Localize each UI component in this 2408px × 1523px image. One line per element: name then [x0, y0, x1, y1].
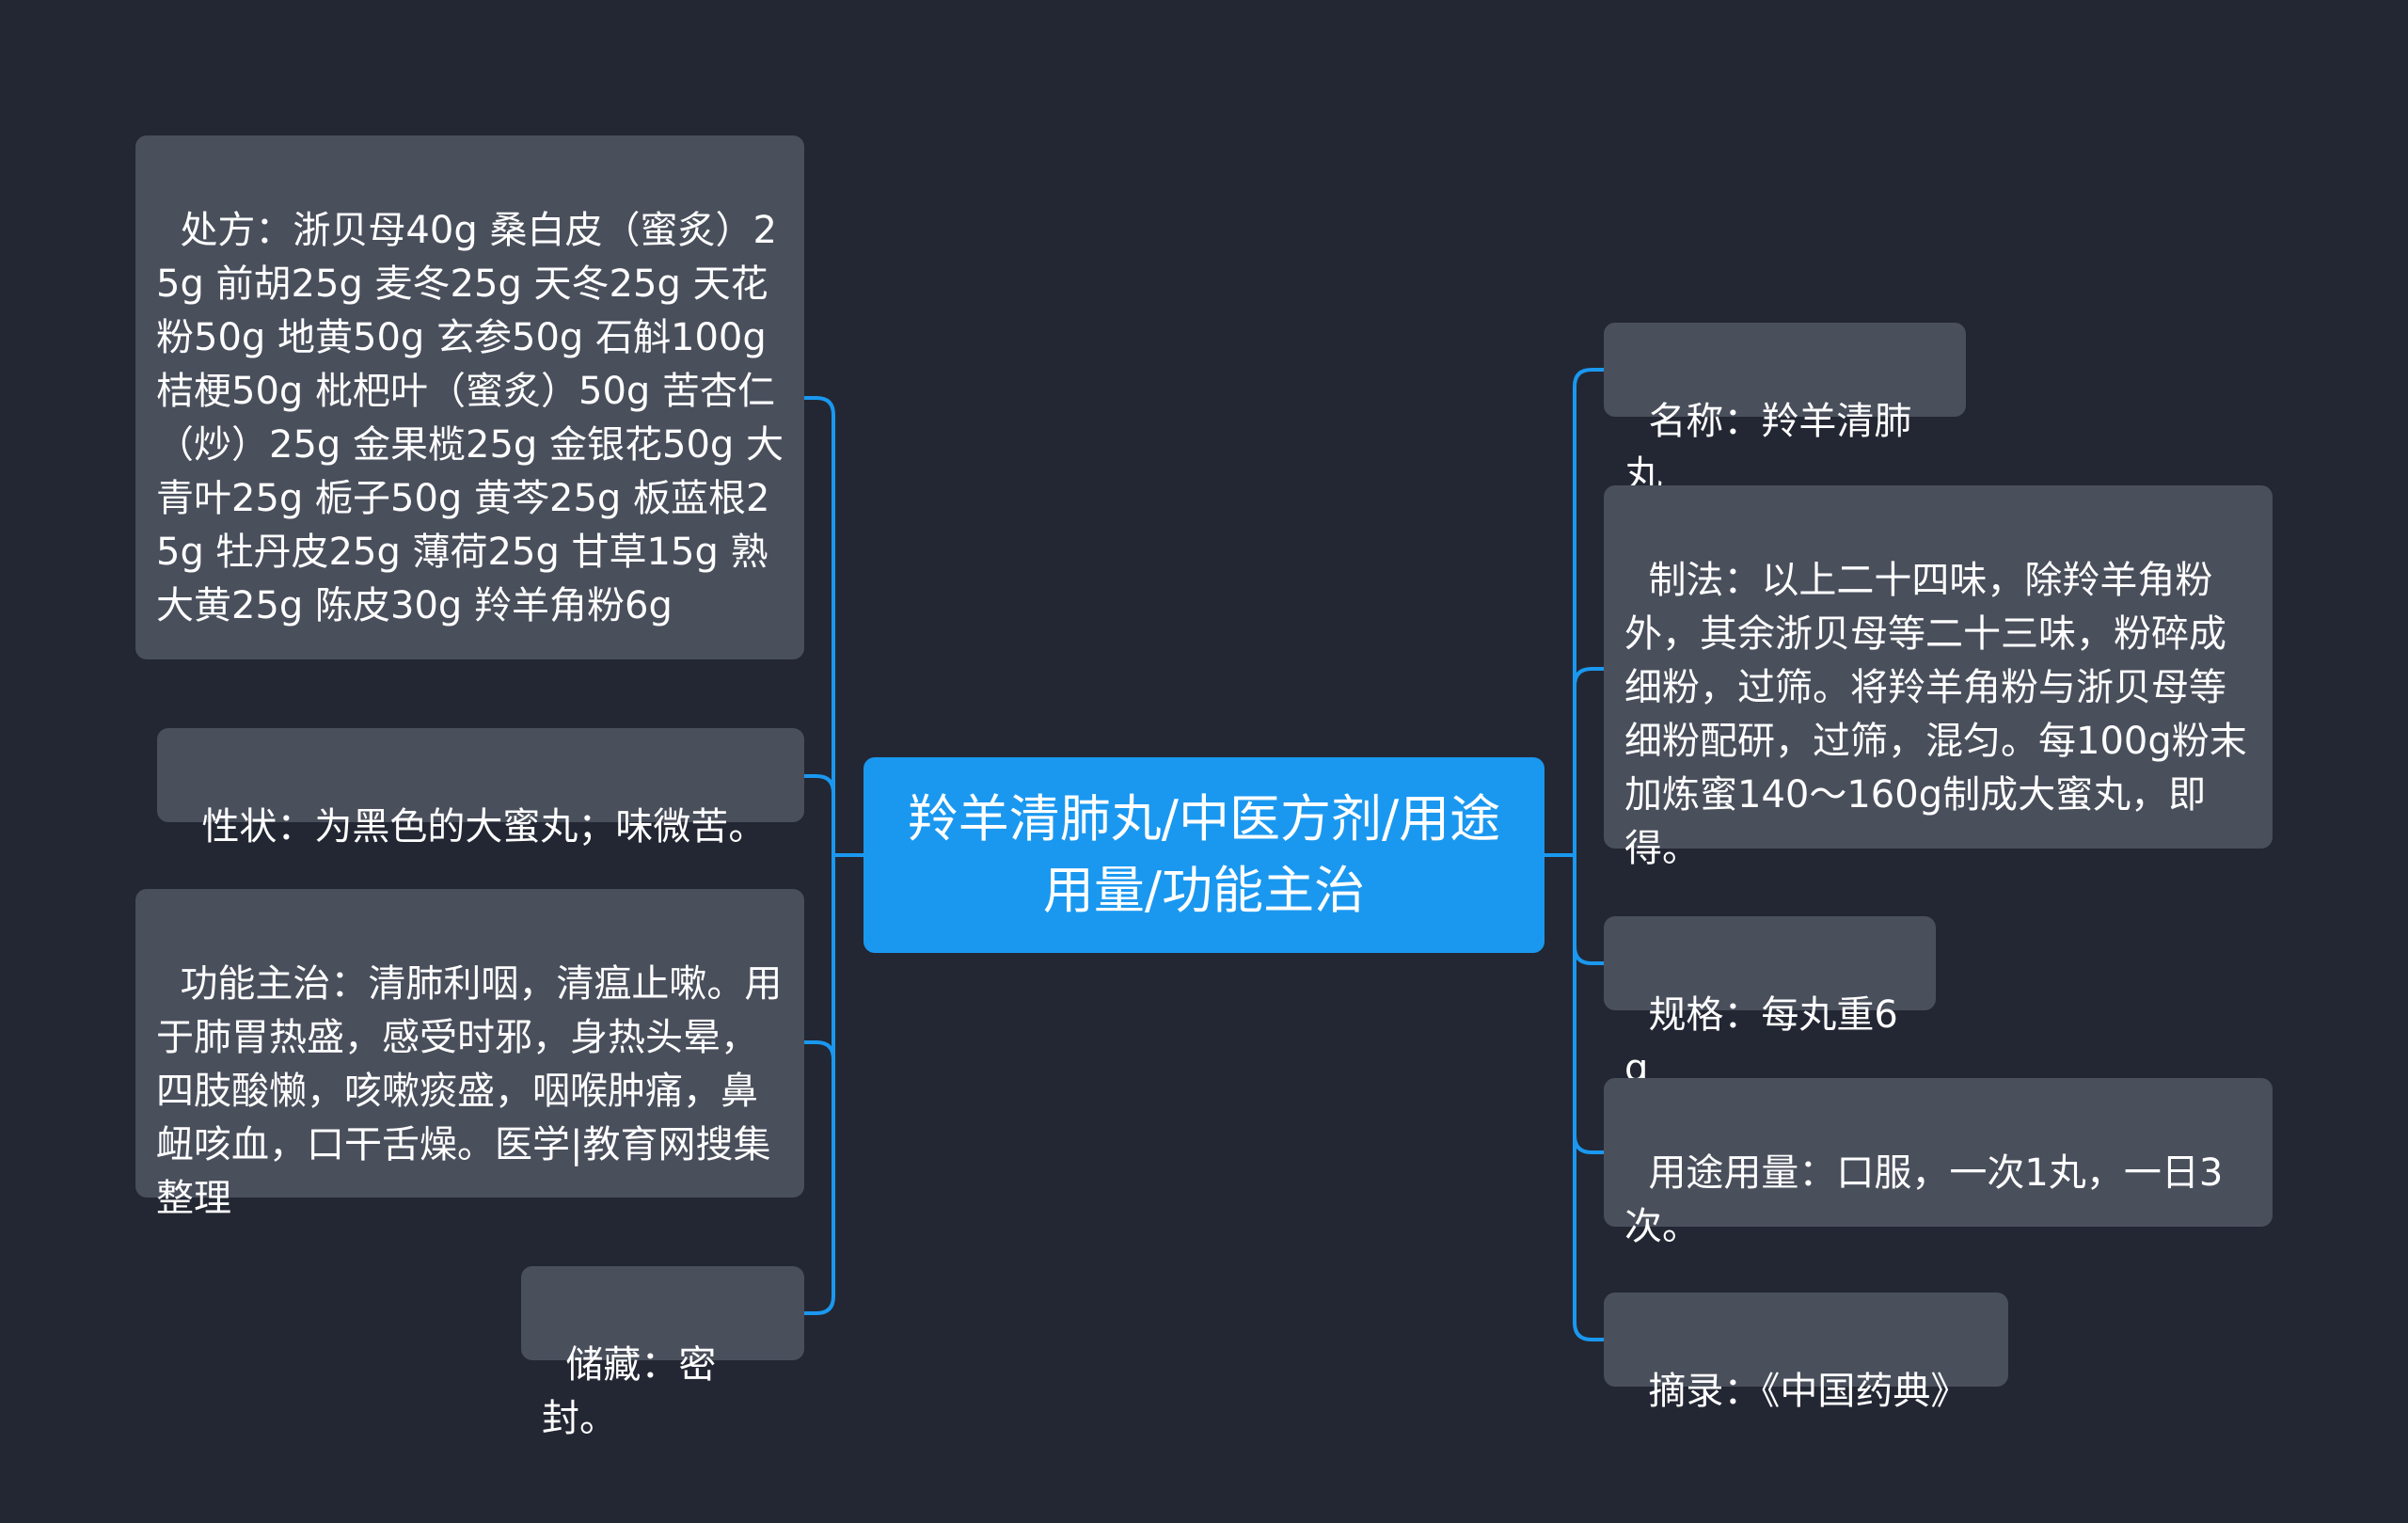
connector-left-1: [802, 396, 835, 417]
node-prescription-text: 处方：浙贝母40g 桑白皮（蜜炙）25g 前胡25g 麦冬25g 天冬25g 天…: [156, 209, 784, 627]
connector-right-3: [1573, 944, 1606, 965]
node-usage-dosage[interactable]: 用途用量：口服，一次1丸，一日3次。: [1604, 1078, 2273, 1248]
node-preparation[interactable]: 制法：以上二十四味，除羚羊角粉外，其余浙贝母等二十三味，粉碎成细粉，过筛。将羚羊…: [1604, 485, 2273, 870]
node-storage[interactable]: 储藏：密封。: [521, 1266, 804, 1440]
node-prescription[interactable]: 处方：浙贝母40g 桑白皮（蜜炙）25g 前胡25g 麦冬25g 天冬25g 天…: [135, 135, 804, 659]
connector-right-1: [1573, 368, 1606, 389]
node-properties[interactable]: 性状：为黑色的大蜜丸；味微苦。: [157, 728, 804, 849]
connector-left-2: [802, 774, 835, 795]
node-source[interactable]: 摘录：《中国药典》: [1604, 1293, 2008, 1413]
node-indications-text: 功能主治：清肺利咽，清瘟止嗽。用于肺胃热盛，感受时邪，身热头晕，四肢酸懒，咳嗽痰…: [156, 962, 783, 1220]
node-specification[interactable]: 规格：每丸重6g: [1604, 916, 1936, 1090]
node-source-text: 摘录：《中国药典》: [1648, 1370, 1969, 1413]
node-preparation-text: 制法：以上二十四味，除羚羊角粉外，其余浙贝母等二十三味，粉碎成细粉，过筛。将羚羊…: [1624, 559, 2247, 870]
node-properties-text: 性状：为黑色的大蜜丸；味微苦。: [201, 805, 767, 849]
connector-right-5: [1573, 1321, 1606, 1341]
central-topic[interactable]: 羚羊清肺丸/中医方剂/用途用量/功能主治: [863, 757, 1545, 953]
node-indications[interactable]: 功能主治：清肺利咽，清瘟止嗽。用于肺胃热盛，感受时邪，身热头晕，四肢酸懒，咳嗽痰…: [135, 889, 804, 1220]
node-storage-text: 储藏：密封。: [542, 1343, 717, 1440]
central-topic-label: 羚羊清肺丸/中医方剂/用途用量/功能主治: [907, 789, 1501, 920]
node-usage-dosage-text: 用途用量：口服，一次1丸，一日3次。: [1624, 1151, 2224, 1248]
node-name[interactable]: 名称：羚羊清肺丸: [1604, 323, 1966, 497]
connector-left-3: [802, 1040, 835, 1061]
connector-right-4: [1573, 1134, 1606, 1154]
connector-right-2: [1573, 667, 1606, 688]
connector-left-4: [802, 1294, 835, 1315]
